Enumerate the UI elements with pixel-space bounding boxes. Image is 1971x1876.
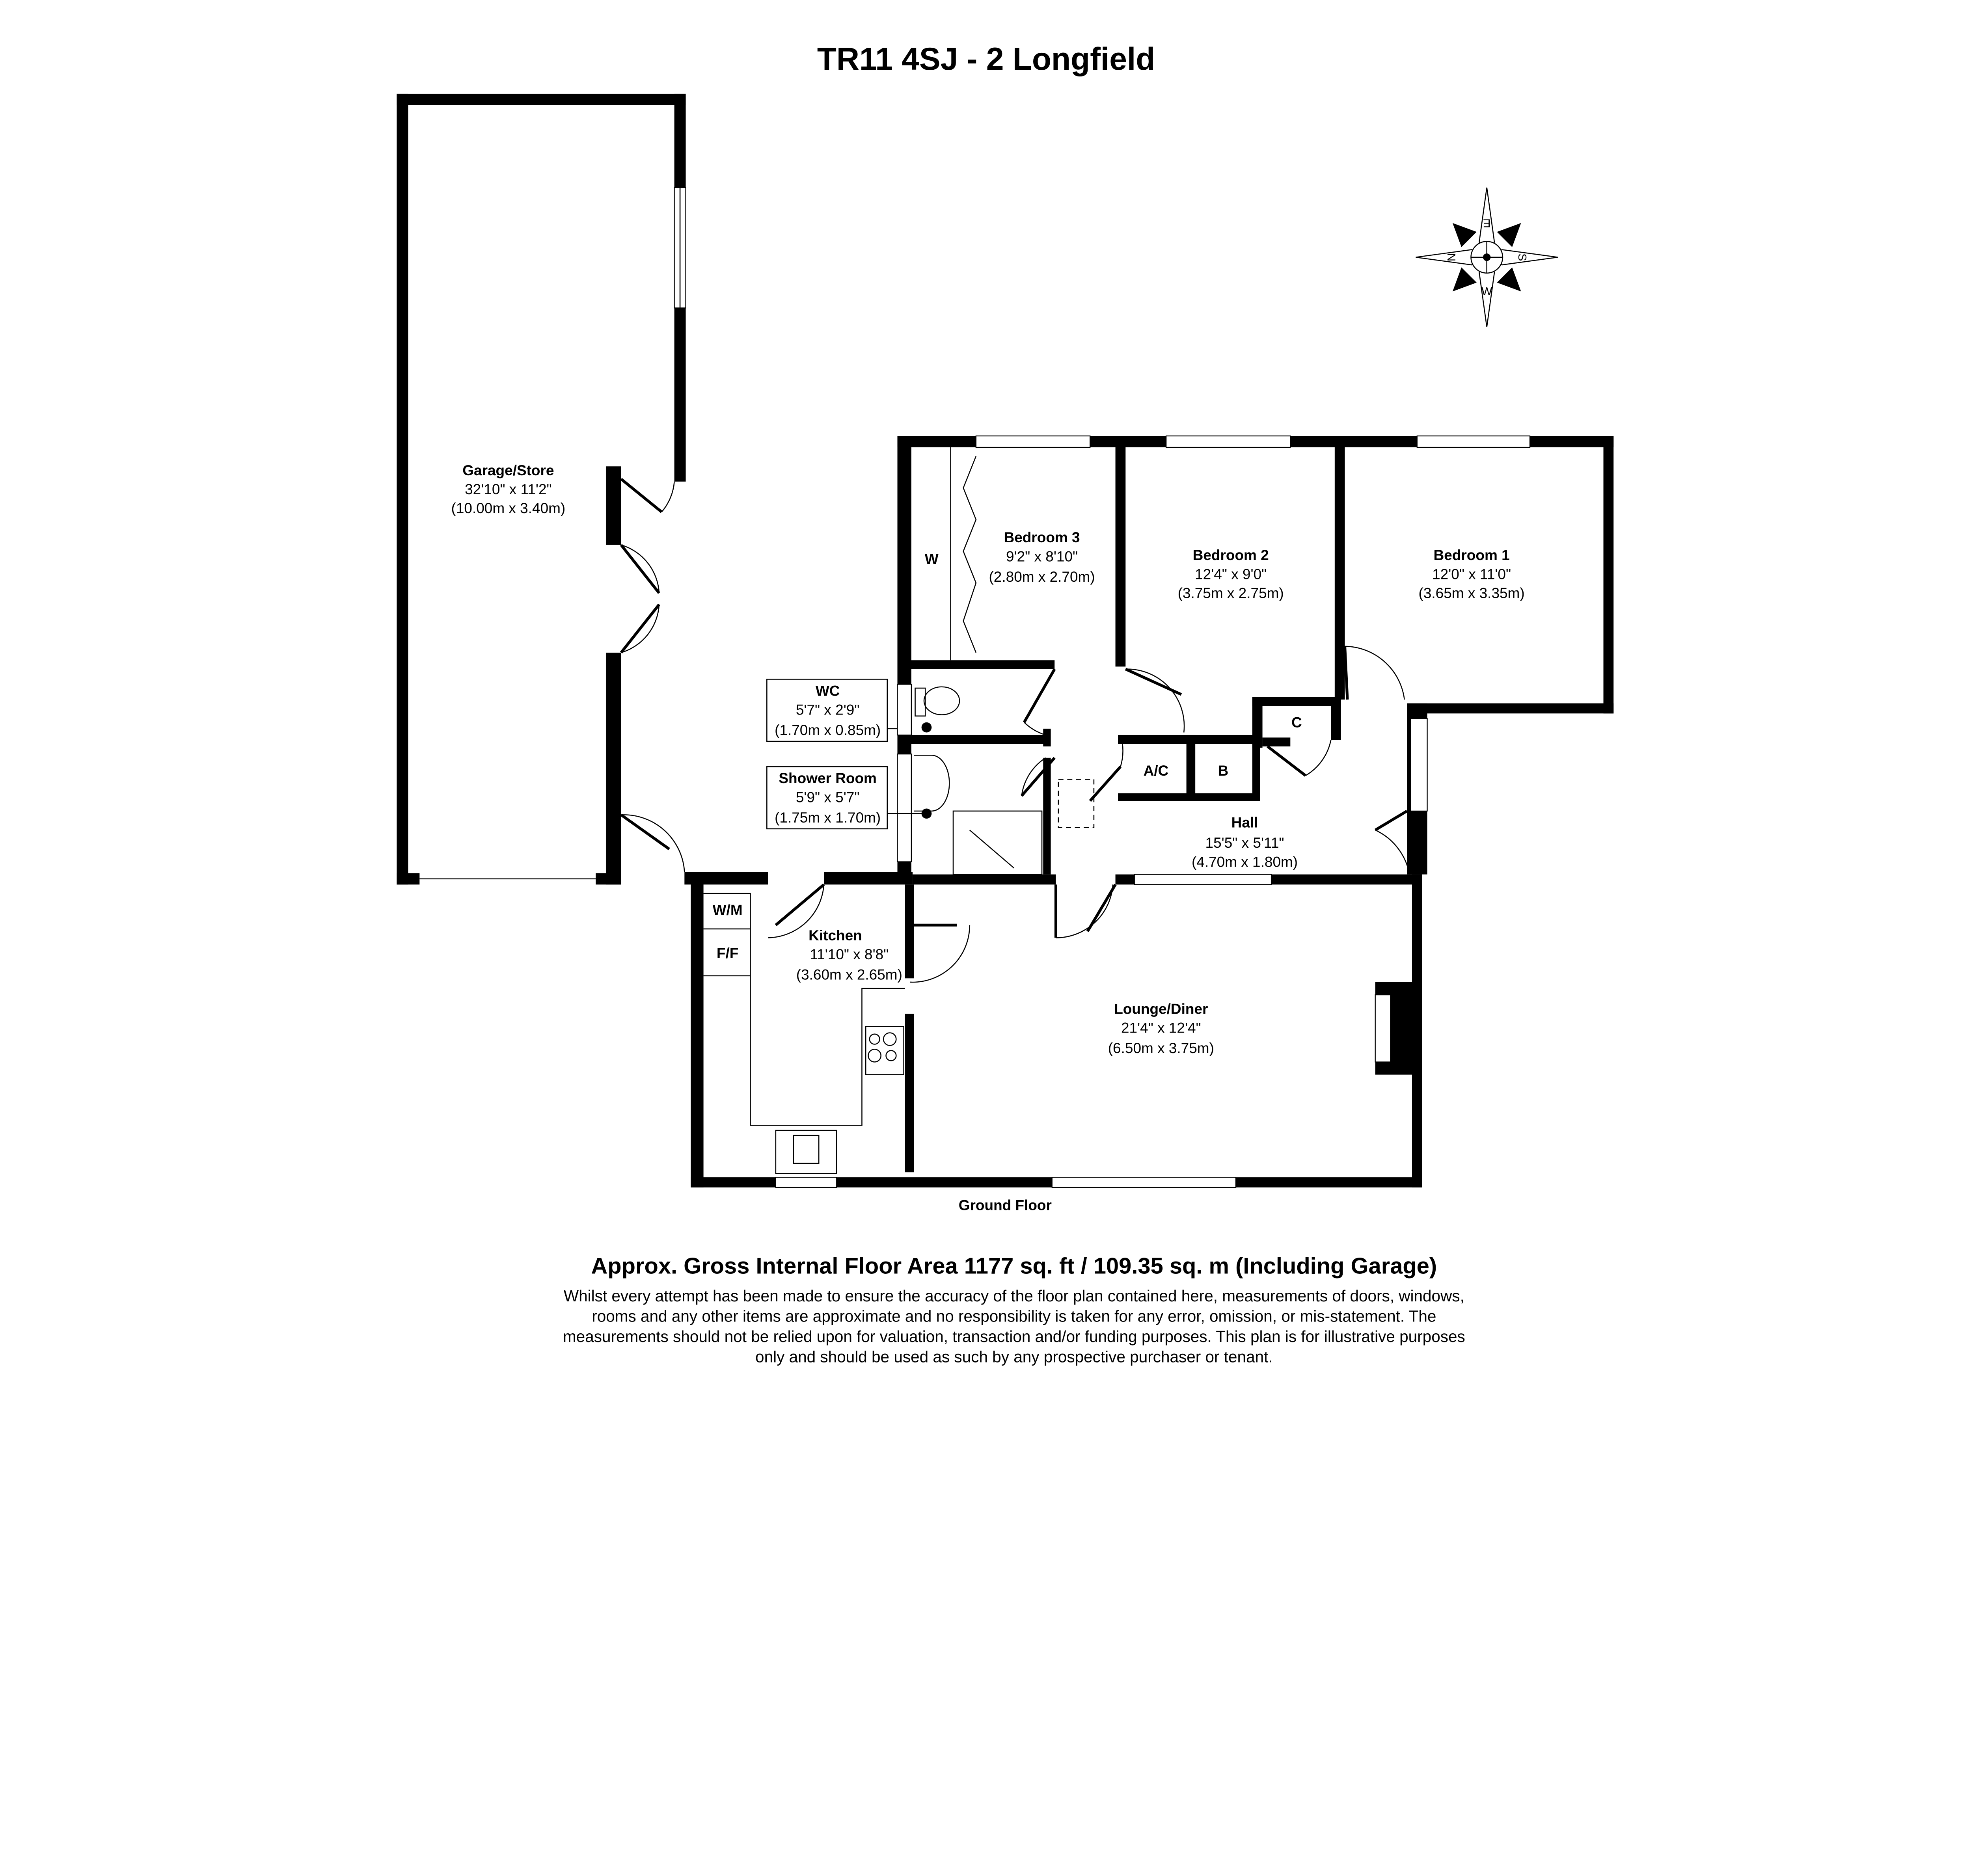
svg-text:Hall: Hall	[1231, 815, 1258, 831]
svg-text:12'4" x 9'0": 12'4" x 9'0"	[1195, 566, 1267, 582]
svg-text:Bedroom 1: Bedroom 1	[1434, 547, 1510, 563]
svg-text:C: C	[1291, 715, 1302, 731]
room-bedroom1: Bedroom 1 12'0" x 11'0" (3.65m x 3.35m)	[1419, 547, 1525, 601]
svg-text:W: W	[1481, 285, 1492, 298]
page-title: TR11 4SJ - 2 Longfield	[817, 41, 1155, 77]
svg-text:(6.50m x 3.75m): (6.50m x 3.75m)	[1108, 1040, 1214, 1056]
svg-text:15'5" x 5'11": 15'5" x 5'11"	[1205, 835, 1284, 851]
house-walls	[684, 435, 1614, 1188]
svg-text:(3.60m x 2.65m): (3.60m x 2.65m)	[796, 967, 902, 983]
room-kitchen: Kitchen 11'10" x 8'8" (3.60m x 2.65m) W/…	[713, 902, 902, 983]
svg-text:Kitchen: Kitchen	[809, 927, 862, 944]
svg-text:Garage/Store: Garage/Store	[462, 462, 554, 478]
svg-text:5'9" x 5'7": 5'9" x 5'7"	[796, 789, 860, 805]
floor-label: Ground Floor	[959, 1197, 1052, 1213]
room-hall: Hall 15'5" x 5'11" (4.70m x 1.80m)	[1192, 815, 1298, 870]
garage-walls	[397, 93, 686, 885]
doors-fixtures	[703, 446, 1410, 1174]
room-lounge: Lounge/Diner 21'4" x 12'4" (6.50m x 3.75…	[1108, 1001, 1214, 1056]
svg-text:B: B	[1218, 763, 1229, 779]
svg-text:Shower Room: Shower Room	[779, 770, 877, 786]
svg-text:S: S	[1516, 253, 1528, 261]
disclaimer: Whilst every attempt has been made to en…	[563, 1287, 1465, 1366]
svg-text:(10.00m x 3.40m): (10.00m x 3.40m)	[451, 500, 566, 516]
svg-text:21'4" x 12'4": 21'4" x 12'4"	[1121, 1020, 1201, 1036]
svg-text:rooms and any other items are: rooms and any other items are approximat…	[592, 1307, 1436, 1325]
svg-text:WC: WC	[816, 683, 840, 699]
svg-text:9'2" x 8'10": 9'2" x 8'10"	[1006, 548, 1078, 564]
room-bedroom3: Bedroom 3 9'2" x 8'10" (2.80m x 2.70m) W	[925, 529, 1095, 585]
compass-icon: E W N S	[1416, 187, 1558, 327]
svg-text:(3.65m x 3.35m): (3.65m x 3.35m)	[1419, 585, 1525, 601]
room-shower: Shower Room 5'9" x 5'7" (1.75m x 1.70m)	[766, 766, 923, 830]
svg-text:N: N	[1445, 253, 1457, 261]
svg-text:(1.75m x 1.70m): (1.75m x 1.70m)	[775, 810, 881, 826]
room-garage: Garage/Store 32'10" x 11'2" (10.00m x 3.…	[451, 462, 566, 516]
svg-text:(3.75m x 2.75m): (3.75m x 2.75m)	[1178, 585, 1284, 601]
svg-text:E: E	[1483, 216, 1490, 229]
svg-text:Bedroom 2: Bedroom 2	[1193, 547, 1269, 563]
svg-text:Bedroom 3: Bedroom 3	[1004, 529, 1080, 545]
room-wc: WC 5'7" x 2'9" (1.70m x 0.85m)	[766, 679, 898, 742]
floor-area: Approx. Gross Internal Floor Area 1177 s…	[591, 1254, 1437, 1279]
svg-text:(2.80m x 2.70m): (2.80m x 2.70m)	[989, 569, 1095, 585]
room-bedroom2: Bedroom 2 12'4" x 9'0" (3.75m x 2.75m)	[1178, 547, 1284, 601]
svg-text:measurements should not be rel: measurements should not be relied upon f…	[563, 1327, 1465, 1346]
svg-text:only and should be used as suc: only and should be used as such by any p…	[755, 1348, 1273, 1366]
svg-text:(1.70m x 0.85m): (1.70m x 0.85m)	[775, 722, 881, 738]
hall-cupboards: A/C B C	[1144, 715, 1302, 779]
floor-plan: TR11 4SJ - 2 Longfield Garage/Store 32'1…	[397, 41, 1614, 1366]
svg-text:32'10" x 11'2": 32'10" x 11'2"	[465, 481, 552, 497]
svg-text:12'0" x 11'0": 12'0" x 11'0"	[1432, 566, 1511, 582]
wardrobe-label: W	[925, 551, 939, 567]
washing-machine-label: W/M	[713, 902, 743, 918]
svg-text:(4.70m x 1.80m): (4.70m x 1.80m)	[1192, 854, 1298, 870]
fridge-freezer-label: F/F	[717, 945, 738, 961]
svg-text:A/C: A/C	[1144, 763, 1169, 779]
svg-text:Whilst every attempt has been: Whilst every attempt has been made to en…	[564, 1287, 1464, 1305]
svg-text:Lounge/Diner: Lounge/Diner	[1114, 1001, 1208, 1017]
svg-text:5'7" x 2'9": 5'7" x 2'9"	[796, 702, 860, 718]
svg-text:11'10" x 8'8": 11'10" x 8'8"	[810, 946, 889, 962]
